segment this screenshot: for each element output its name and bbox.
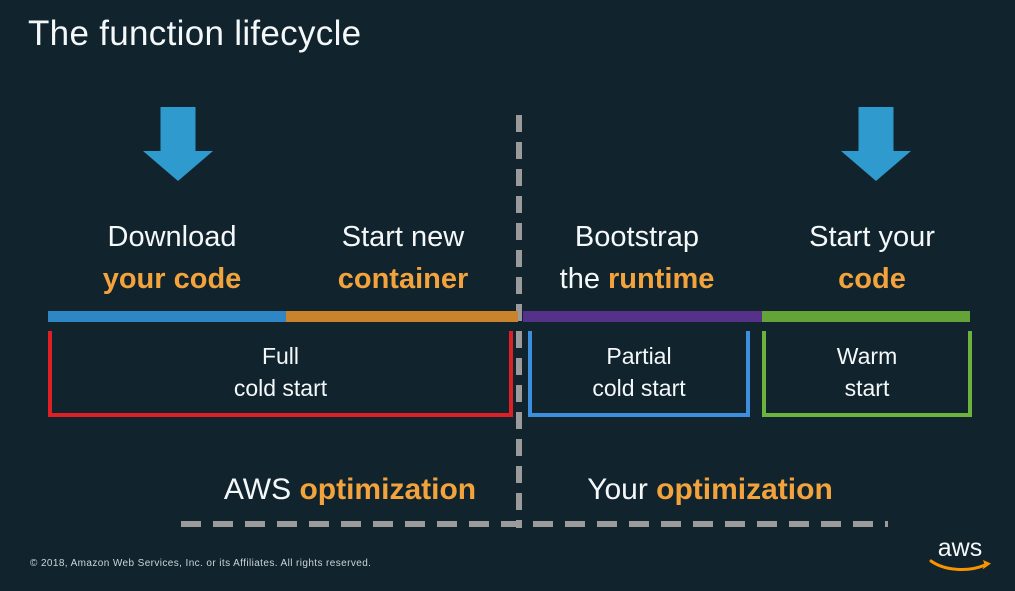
phase-label-start-new-container: Start new container: [290, 216, 516, 300]
aws-optimization-caption: AWS optimization: [223, 473, 477, 506]
bracket-label: Partial cold start: [592, 343, 686, 401]
copyright-notice: © 2018, Amazon Web Services, Inc. or its…: [30, 558, 372, 569]
timeline-segment-start-code: [762, 311, 970, 322]
phase-label-start-your-code: Start your code: [759, 216, 985, 300]
timeline-segment-bootstrap-runtime: [523, 311, 762, 322]
aws-smile-icon: [929, 559, 991, 571]
phase-line2: the runtime: [559, 263, 715, 295]
your-optimization-caption: Your optimization: [587, 473, 833, 506]
timeline-segment-start-container: [286, 311, 518, 322]
vertical-dashed-divider: [516, 115, 522, 528]
aws-logo: aws: [928, 535, 992, 574]
phase-line1: Start new: [341, 221, 465, 253]
phase-line1: Start your: [809, 221, 935, 253]
full-cold-start-bracket: Full cold start: [48, 331, 513, 417]
down-arrow-icon: [143, 107, 213, 181]
warm-start-bracket: Warm start: [762, 331, 972, 417]
horizontal-dashed-divider: [181, 521, 888, 527]
phase-line2: code: [838, 263, 906, 295]
partial-cold-start-bracket: Partial cold start: [528, 331, 750, 417]
phase-line2: your code: [102, 263, 242, 295]
bracket-label: Full cold start: [233, 343, 328, 401]
phase-label-bootstrap-the-runtime: Bootstrap the runtime: [524, 216, 750, 300]
phase-line2: container: [337, 263, 469, 295]
phase-line1: Bootstrap: [574, 221, 700, 253]
bracket-label: Warm start: [836, 343, 898, 401]
phase-line1: Download: [107, 221, 237, 253]
slide-title: The function lifecycle: [28, 14, 362, 53]
down-arrow-icon: [841, 107, 911, 181]
aws-logo-text: aws: [937, 534, 983, 562]
phase-label-download-your-code: Download your code: [59, 216, 285, 300]
timeline-segment-download-code: [48, 311, 286, 322]
